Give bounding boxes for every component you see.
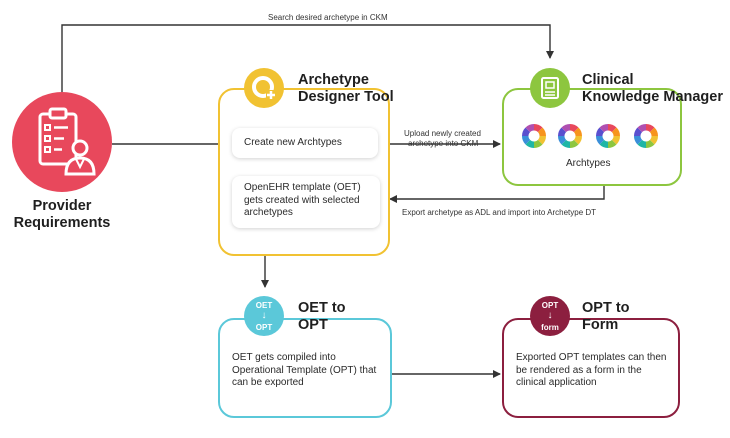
oet-title-line2: OPT [298,317,328,333]
search-arrow [61,24,554,92]
create-archetypes-card: Create new Archtypes [232,128,378,158]
oet-to-opt-icon: OET ↓ OPT [244,296,284,336]
export-arrow [389,186,605,203]
form-badge-bottom: form [541,323,559,332]
down-arrow-icon: ↓ [261,310,267,321]
archetype-wheel-icon [634,124,658,148]
opt-badge-top: OPT [541,301,559,310]
designer-tool-icon [244,68,284,108]
form-title-line2: Form [582,317,619,333]
designer-tool-title: Archetype Designer Tool [298,72,394,106]
oet-to-opt-title: OET to OPT [298,300,346,334]
oet-to-opt-box [218,318,392,418]
oet-title-line1: OET to [298,300,346,316]
provider-icon-circle [12,92,112,192]
archetype-wheel-icon [558,124,582,148]
opt-to-form-text: Exported OPT templates can then be rende… [516,352,667,388]
designer-tool-box [218,88,390,256]
oet-badge-bottom: OPT [255,323,273,332]
oet-to-opt-text: OET gets compiled into Operational Templ… [232,352,377,388]
upload-label-line1: Upload newly created [404,129,481,138]
upload-label-line2: archetype into CKM [408,139,479,148]
upload-arrow-label: Upload newly created archetype into CKM [404,129,481,149]
oet-badge-top: OET [255,301,273,310]
provider-label: Provider Requirements [0,198,124,232]
oet-created-card: OpenEHR template (OET) gets created with… [232,176,380,228]
opt-to-form-box [502,318,680,418]
designer-title-line2: Designer Tool [298,89,394,105]
ckm-caption: Archtypes [566,158,611,169]
search-arrow-label: Search desired archetype in CKM [268,13,388,22]
opt-to-form-title: OPT to Form [582,300,630,334]
archetype-wheel-icon [596,124,620,148]
opt-to-form-icon: OPT ↓ form [530,296,570,336]
ckm-title-line2: Knowledge Manager [582,89,723,105]
archetype-wheels [522,124,658,148]
provider-label-line2: Requirements [13,215,111,231]
knowledge-manager-icon [530,68,570,108]
oet-created-text: OpenEHR template (OET) gets created with… [244,182,361,218]
ckm-title: Clinical Knowledge Manager [582,72,723,106]
export-arrow-label: Export archetype as ADL and import into … [402,208,597,217]
provider-label-line1: Provider [32,198,92,214]
form-title-line1: OPT to [582,300,630,316]
designer-title-line1: Archetype [298,72,369,88]
clipboard-doctor-icon [38,107,96,176]
archetype-wheel-icon [522,124,546,148]
create-archetypes-text: Create new Archtypes [244,137,342,148]
ckm-title-line1: Clinical [582,72,634,88]
down-arrow-icon: ↓ [547,310,553,321]
